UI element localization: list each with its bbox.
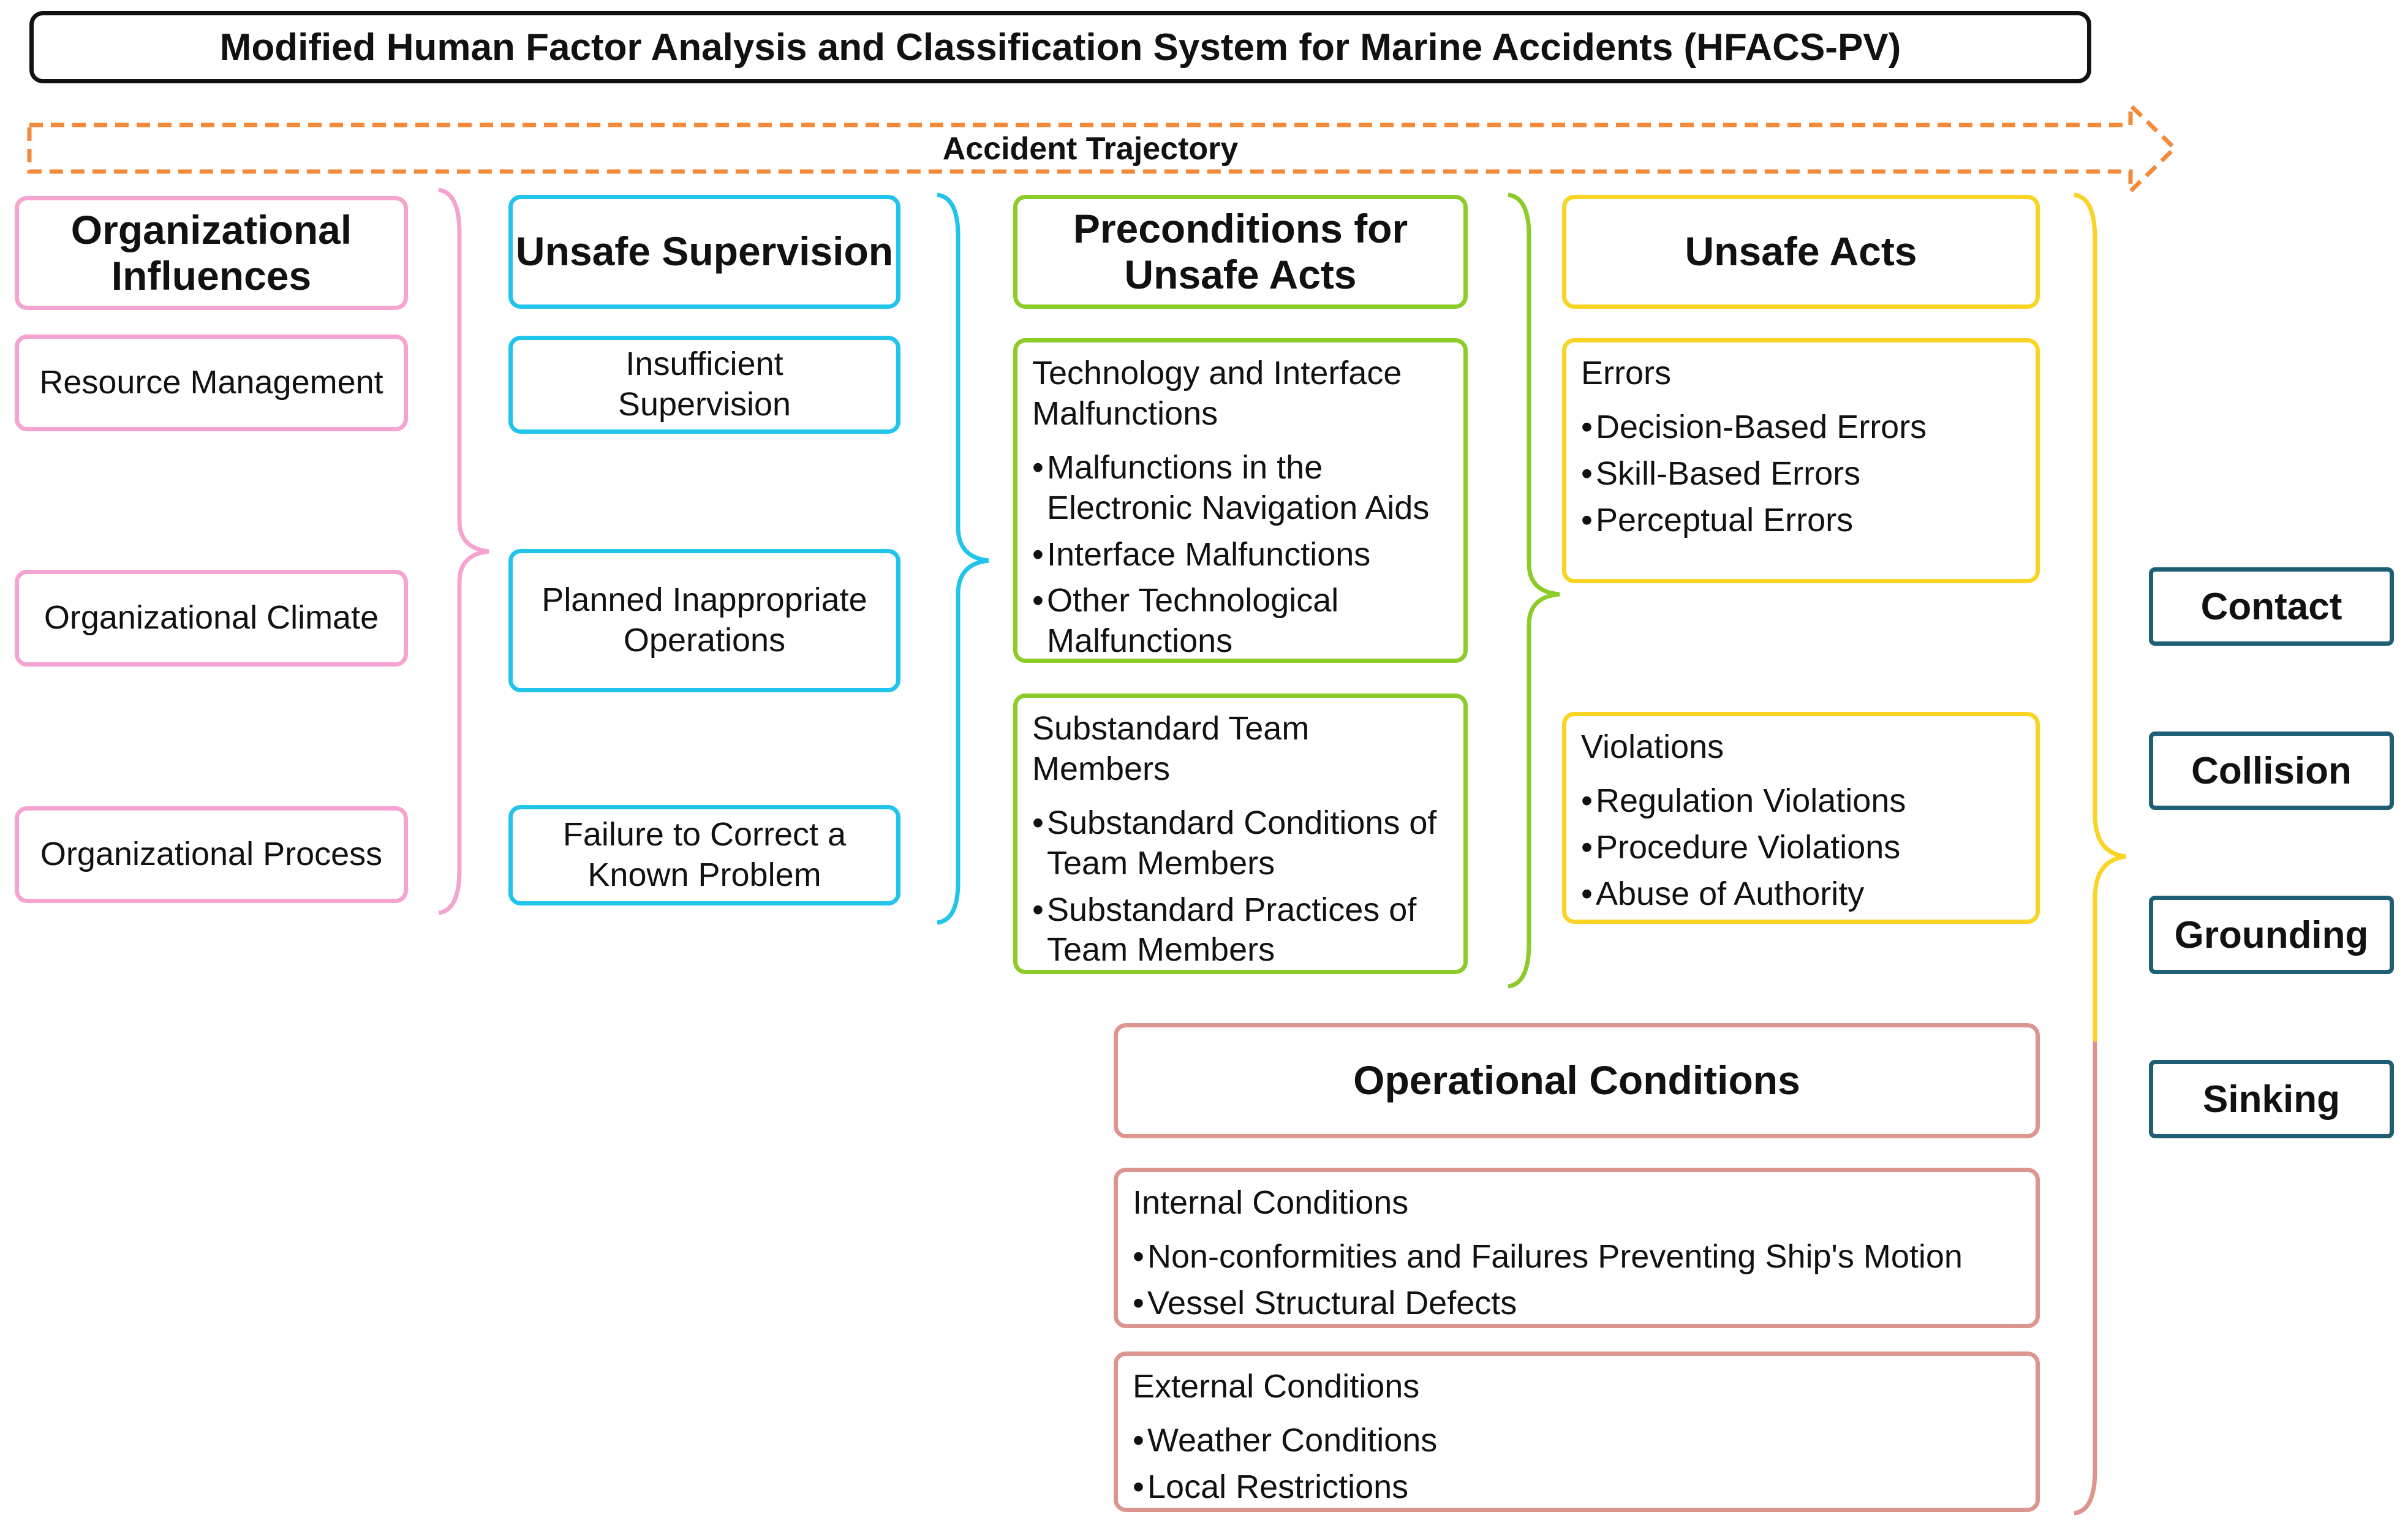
failure-to-correct-box: Failure to Correct a Known Problem [508,805,900,905]
organizational-process-box: Organizational Process [15,806,408,903]
errors-title: Errors [1581,355,1671,391]
preconditions-header: Preconditions for Unsafe Acts [1013,195,1468,309]
unsafe-supervision-header: Unsafe Supervision [508,195,900,309]
outcome-grounding: Grounding [2149,896,2394,974]
violations-title: Violations [1581,728,1724,765]
violations-list: Regulation Violations Procedure Violatio… [1581,781,2021,915]
internal-conditions-box: Internal Conditions Non-conformities and… [1114,1168,2040,1328]
list-item: Decision-Based Errors [1581,407,2021,448]
list-item: Regulation Violations [1581,781,2021,822]
external-conditions-list: Weather Conditions Local Restrictions [1133,1421,2021,1508]
list-item: Malfunctions in the Electronic Navigatio… [1032,448,1449,529]
diagram-title: Modified Human Factor Analysis and Class… [29,11,2091,83]
list-item: Perceptual Errors [1581,501,2021,541]
list-item: Skill-Based Errors [1581,454,2021,494]
list-item: Local Restrictions [1133,1467,2021,1508]
external-conditions-box: External Conditions Weather Conditions L… [1114,1351,2040,1512]
outcome-sinking: Sinking [2149,1060,2394,1138]
technology-malfunctions-box: Technology and Interface Malfunctions Ma… [1013,338,1468,663]
list-item: Substandard Practices of Team Members [1032,890,1449,971]
technology-malfunctions-list: Malfunctions in the Electronic Navigatio… [1032,448,1449,662]
brace-supervision [937,192,989,925]
list-item: Procedure Violations [1581,828,2021,868]
substandard-team-box: Substandard Team Members Substandard Con… [1013,694,1468,974]
unsafe-acts-header: Unsafe Acts [1562,195,2040,309]
outcome-contact: Contact [2149,567,2394,646]
list-item: Weather Conditions [1133,1421,2021,1461]
accident-trajectory-arrow [27,100,2178,197]
insufficient-supervision-box: Insufficient Supervision [508,336,900,434]
organizational-influences-header: Organizational Influences [15,196,408,310]
errors-list: Decision-Based Errors Skill-Based Errors… [1581,407,2021,541]
errors-box: Errors Decision-Based Errors Skill-Based… [1562,338,2040,583]
list-item: Interface Malfunctions [1032,535,1449,575]
accident-trajectory-label: Accident Trajectory [942,131,1239,167]
technology-malfunctions-title: Technology and Interface Malfunctions [1032,355,1402,432]
internal-conditions-list: Non-conformities and Failures Preventing… [1133,1237,2021,1324]
operational-conditions-header: Operational Conditions [1114,1023,2040,1138]
brace-operational-segment [2074,1041,2097,1516]
external-conditions-title: External Conditions [1133,1368,1420,1405]
substandard-team-title: Substandard Team Members [1032,710,1310,787]
organizational-climate-box: Organizational Climate [15,570,408,667]
substandard-team-list: Substandard Conditions of Team Members S… [1032,803,1449,971]
list-item: Non-conformities and Failures Preventing… [1133,1237,2021,1277]
brace-preconditions [1508,192,1560,989]
list-item: Substandard Conditions of Team Members [1032,803,1449,884]
brace-acts-conditions [2074,192,2126,1516]
list-item: Abuse of Authority [1581,874,2021,915]
violations-box: Violations Regulation Violations Procedu… [1562,712,2040,924]
internal-conditions-title: Internal Conditions [1133,1184,1409,1221]
resource-management-box: Resource Management [15,335,408,431]
list-item: Other Technological Malfunctions [1032,581,1449,662]
brace-organizational [438,187,489,915]
planned-inappropriate-operations-box: Planned Inappropriate Operations [508,549,900,692]
list-item: Vessel Structural Defects [1133,1283,2021,1324]
outcome-collision: Collision [2149,731,2394,810]
